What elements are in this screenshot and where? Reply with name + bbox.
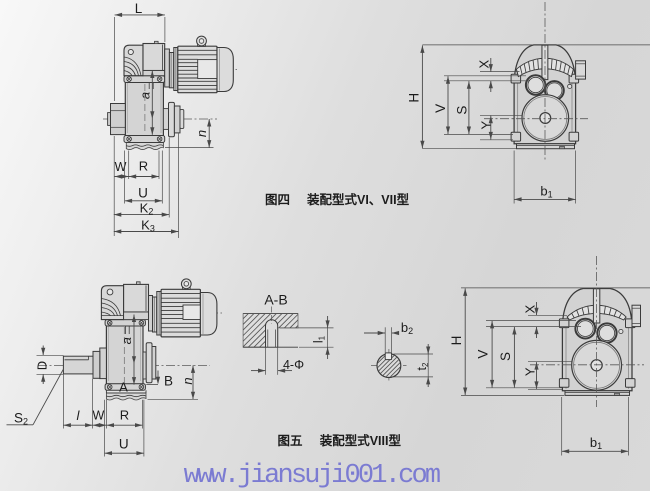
svg-text:H: H [406, 93, 421, 103]
svg-text:Y: Y [479, 120, 494, 129]
svg-text:图四: 图四 [265, 193, 290, 207]
svg-text:R: R [120, 408, 129, 423]
svg-text:X: X [477, 59, 492, 68]
svg-text:装配型式VIII型: 装配型式VIII型 [319, 433, 402, 448]
svg-text:V: V [476, 350, 491, 359]
svg-text:V: V [433, 104, 448, 113]
svg-text:A: A [119, 380, 128, 395]
svg-text:n: n [180, 377, 195, 384]
svg-text:4-Φ: 4-Φ [283, 358, 304, 372]
svg-text:X: X [522, 304, 537, 313]
svg-text:B: B [164, 374, 173, 389]
svg-text:a: a [138, 92, 153, 99]
svg-text:S: S [498, 352, 513, 361]
svg-text:D: D [34, 361, 49, 370]
svg-text:K3: K3 [141, 218, 155, 234]
svg-text:l: l [77, 408, 81, 423]
svg-text:L: L [135, 1, 143, 16]
svg-text:b1: b1 [590, 435, 602, 451]
svg-text:W: W [115, 160, 127, 174]
svg-text:装配型式VI、VII型: 装配型式VI、VII型 [306, 192, 410, 207]
svg-text:R: R [139, 159, 148, 174]
svg-text:图五: 图五 [277, 434, 303, 448]
svg-text:n: n [194, 130, 209, 137]
svg-text:b2: b2 [401, 320, 413, 336]
svg-text:U: U [119, 437, 129, 452]
svg-text:l1: l1 [311, 335, 326, 343]
svg-text:K2: K2 [140, 201, 154, 217]
svg-text:W: W [92, 409, 104, 423]
svg-text:A-B: A-B [264, 292, 287, 308]
svg-text:S2: S2 [14, 411, 28, 427]
svg-text:U: U [138, 185, 148, 200]
svg-text:t2: t2 [415, 362, 430, 370]
svg-text:a: a [119, 337, 134, 344]
svg-text:S: S [454, 106, 469, 115]
svg-text:Y: Y [522, 367, 537, 376]
svg-text:H: H [449, 336, 464, 346]
svg-text:b1: b1 [540, 183, 552, 199]
